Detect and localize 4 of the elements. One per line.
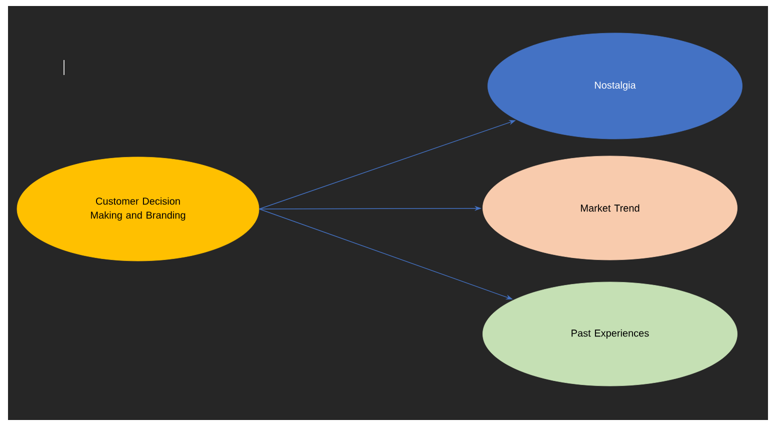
ellipse-node: Market Trend: [482, 156, 738, 260]
ellipse-node: Customer Decision Making and Branding: [16, 156, 260, 262]
ellipse-node: Past Experiences: [482, 282, 738, 386]
ellipse-node: Nostalgia: [488, 32, 742, 140]
